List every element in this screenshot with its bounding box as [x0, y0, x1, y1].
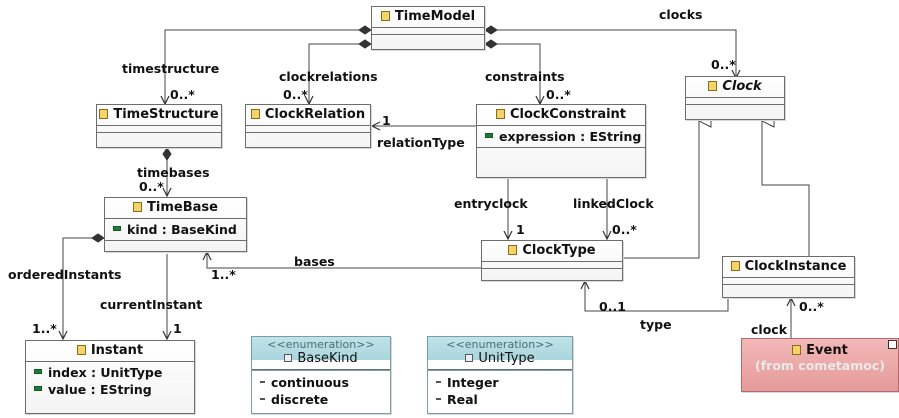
label-relation-type: relationType: [377, 135, 465, 150]
label-timestructure: timestructure: [122, 61, 220, 76]
class-name: TimeBase: [147, 200, 218, 215]
attribute: index : UnitType: [48, 365, 163, 380]
assoc-clocks: [485, 30, 736, 78]
enum-unittype[interactable]: <<enumeration>> UnitType Integer Real: [427, 336, 573, 414]
assoc-type: [585, 281, 729, 312]
class-clockconstraint[interactable]: ClockConstraint expression : EString: [476, 104, 646, 178]
attribute-icon: [485, 133, 493, 138]
enum-stereotype: <<enumeration>>: [267, 338, 375, 351]
class-icon: [133, 202, 143, 212]
assoc-timestructure: [165, 30, 371, 104]
class-timebase[interactable]: TimeBase kind : BaseKind: [104, 197, 247, 252]
generalization-clockinstance: [762, 121, 810, 256]
label-current-instant: currentInstant: [100, 297, 203, 312]
mult-constraints: 0..*: [546, 87, 571, 102]
mult-clocks: 0..*: [711, 57, 736, 72]
mult-clock: 0..*: [799, 299, 824, 314]
class-clockinstance[interactable]: ClockInstance: [722, 256, 855, 298]
label-linked-clock: linkedClock: [573, 196, 654, 211]
class-clock[interactable]: Clock: [685, 76, 785, 120]
mult-timestructure: 0..*: [170, 87, 195, 102]
class-icon: [708, 81, 718, 91]
enum-literal: continuous: [271, 375, 349, 390]
class-icon: [380, 11, 390, 21]
class-icon: [730, 261, 740, 271]
mult-bases: 1..*: [211, 267, 236, 282]
class-name: TimeModel: [394, 9, 476, 24]
class-timemodel[interactable]: TimeModel: [371, 6, 485, 50]
attribute: kind : BaseKind: [127, 222, 237, 237]
mult-type: 0..1: [599, 299, 626, 314]
enumeration-icon: [465, 354, 474, 362]
class-name: ClockInstance: [744, 259, 847, 274]
class-icon: [99, 109, 109, 119]
generalization-clocktype: [623, 121, 699, 259]
attribute: value : EString: [48, 382, 152, 397]
class-name: ClockType: [522, 243, 596, 258]
literal-icon: [260, 398, 265, 400]
class-icon: [495, 109, 505, 119]
enum-literal: Real: [447, 392, 478, 407]
assoc-bases: [207, 252, 481, 269]
enum-literal: discrete: [271, 392, 329, 407]
shortcut-icon: [888, 340, 897, 349]
label-bases: bases: [294, 254, 335, 269]
class-name: ClockConstraint: [509, 107, 627, 122]
mult-current-instant: 1: [173, 321, 182, 336]
attribute: expression : EString: [499, 129, 642, 144]
mult-ordered-instants: 1..*: [32, 321, 57, 336]
class-icon: [250, 109, 260, 119]
enum-name: UnitType: [478, 351, 535, 366]
mult-linked-clock: 0..*: [612, 222, 637, 237]
enum-name: BaseKind: [297, 351, 358, 366]
assoc-constraints: [485, 44, 540, 104]
label-clocks: clocks: [659, 7, 703, 22]
attribute-icon: [34, 369, 42, 374]
class-instant[interactable]: Instant index : UnitType value : EString: [25, 340, 195, 414]
label-entryclock: entryclock: [454, 196, 528, 211]
class-clocktype[interactable]: ClockType: [481, 240, 623, 281]
label-constraints: constraints: [485, 69, 565, 84]
label-timebases: timebases: [137, 165, 210, 180]
enum-stereotype: <<enumeration>>: [446, 338, 554, 351]
class-name: TimeStructure: [113, 107, 219, 122]
attribute-icon: [113, 226, 121, 231]
label-type: type: [640, 317, 672, 332]
external-package-note: (from cometamoc): [755, 358, 885, 373]
mult-timebases: 0..*: [139, 179, 164, 194]
label-clockrelations: clockrelations: [279, 69, 378, 84]
class-name: ClockRelation: [264, 107, 366, 122]
literal-icon: [436, 381, 441, 383]
literal-icon: [260, 381, 265, 383]
label-clock: clock: [751, 322, 788, 337]
class-icon: [76, 345, 86, 355]
class-icon: [508, 245, 518, 255]
mult-relation-type: 1: [382, 113, 391, 128]
mult-entryclock: 1: [516, 222, 525, 237]
literal-icon: [436, 398, 441, 400]
class-name: Clock: [722, 79, 762, 94]
enum-basekind[interactable]: <<enumeration>> BaseKind continuous disc…: [251, 336, 391, 414]
assoc-ordered-instants: [63, 238, 104, 339]
mult-clockrelations: 0..*: [283, 87, 308, 102]
class-timestructure[interactable]: TimeStructure: [96, 104, 222, 148]
class-name: Event: [806, 343, 848, 358]
label-ordered-instants: orderedInstants: [8, 267, 122, 282]
assoc-clockrelations: [309, 44, 371, 104]
enum-literal: Integer: [447, 375, 499, 390]
class-icon: [792, 345, 802, 355]
attribute-icon: [34, 386, 42, 391]
class-event[interactable]: Event (from cometamoc): [741, 338, 899, 392]
enumeration-icon: [284, 354, 293, 362]
class-clockrelation[interactable]: ClockRelation: [245, 104, 371, 148]
class-name: Instant: [90, 343, 144, 358]
